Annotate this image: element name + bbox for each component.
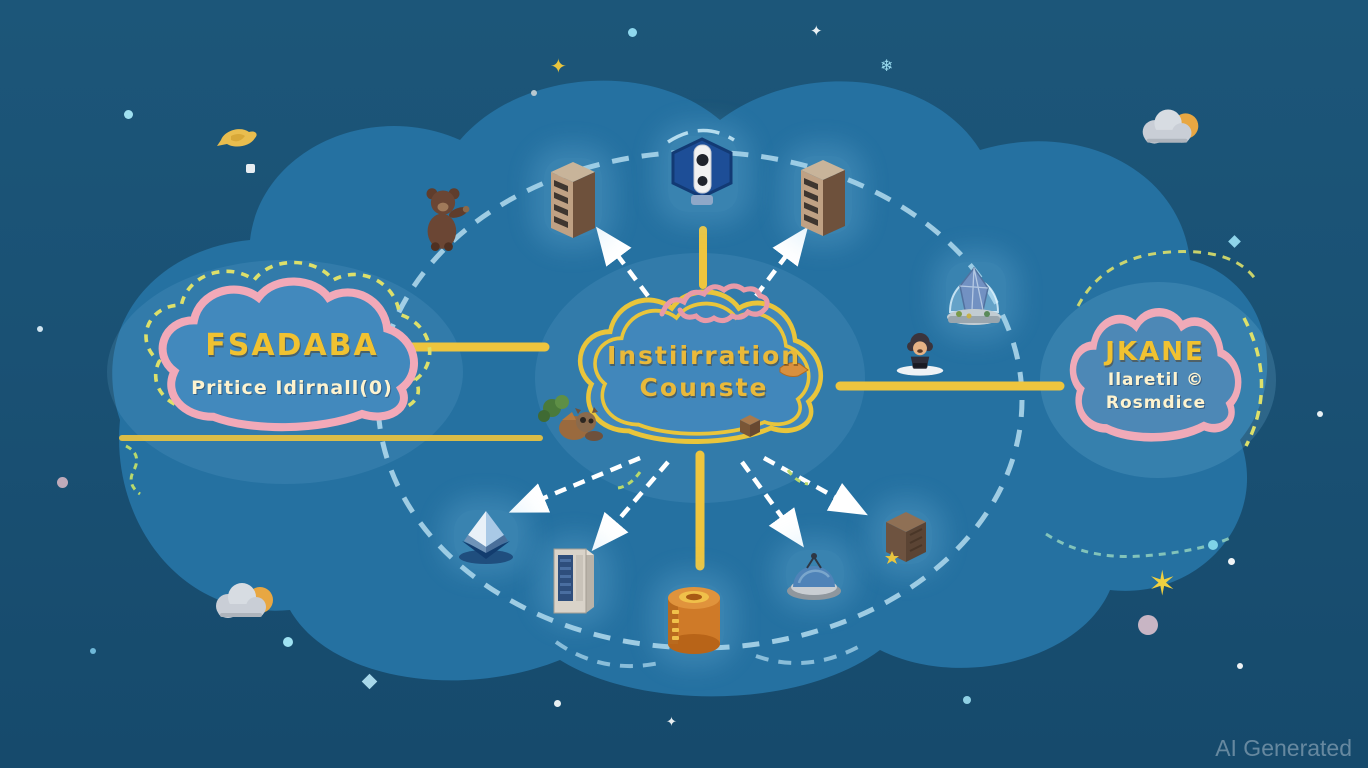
database-cylinder-icon — [662, 578, 726, 658]
cloud-sun-top-icon — [1131, 102, 1209, 152]
scallop-arc-left — [554, 640, 665, 669]
sparkle-dot — [1228, 558, 1235, 565]
person-laptop-icon — [894, 328, 946, 376]
sparkle-dot — [554, 700, 561, 707]
star-icon: ✶ — [1148, 564, 1177, 604]
gem-icon — [452, 507, 520, 565]
server-cabinet-icon — [548, 541, 600, 619]
scribbles — [125, 250, 1264, 558]
sparkle-dot — [1208, 540, 1218, 550]
sparkle-square — [246, 164, 255, 173]
left-cloud-title: FSADABA — [205, 328, 379, 363]
top-arc — [667, 128, 735, 144]
sparkle-dot — [963, 696, 971, 704]
crystal-dome-icon — [943, 258, 1005, 330]
left-cloud-subtitle: Pritice Idirnall(0) — [191, 377, 393, 399]
sparkle-dot — [1317, 411, 1323, 417]
right-cloud-line2: Rosmdice — [1105, 393, 1207, 413]
cloud-sun-bottom-icon — [204, 576, 284, 626]
sparkle-dot — [37, 326, 43, 332]
device-hexagon-icon — [665, 129, 739, 215]
mini-box-icon — [740, 415, 760, 437]
sparkle-dot — [124, 110, 133, 119]
sparkle-dot — [1138, 615, 1158, 635]
ai-generated-watermark: AI Generated — [1215, 735, 1352, 761]
raccoon-plant-icon — [536, 394, 608, 448]
server-tower-right-icon — [793, 150, 851, 238]
dashed-ring — [375, 149, 1025, 651]
sparkle-dot — [57, 477, 68, 488]
star-icon: ✦ — [666, 715, 677, 730]
white-arrows — [508, 226, 868, 552]
bird-icon — [215, 122, 261, 156]
star-icon: ✦ — [810, 22, 823, 40]
snowflake-icon: ❄ — [880, 56, 894, 75]
sparkle-dot — [531, 90, 537, 96]
server-tower-left-icon — [543, 152, 601, 240]
sparkle-dot — [1237, 663, 1243, 669]
right-cloud-line1: Ilaretil © — [1107, 370, 1205, 390]
dome-pot-icon — [783, 547, 845, 601]
sparkle-dot — [283, 637, 293, 647]
star-icon: ✦ — [550, 54, 567, 78]
scallop-arc-right — [755, 644, 861, 666]
yellow-connectors — [119, 226, 1065, 571]
sparkle-dot — [90, 648, 96, 654]
center-cloud-subtitle: Counste — [639, 373, 769, 402]
right-cloud-title: JKANE — [1105, 337, 1205, 367]
parcel-box-icon — [879, 505, 933, 567]
fish-icon — [779, 362, 809, 377]
center-cloud-title: Instiirration — [606, 341, 802, 370]
pink-squiggle-icon — [659, 283, 770, 324]
bear-icon — [414, 185, 472, 251]
sparkle-dot — [628, 28, 637, 37]
